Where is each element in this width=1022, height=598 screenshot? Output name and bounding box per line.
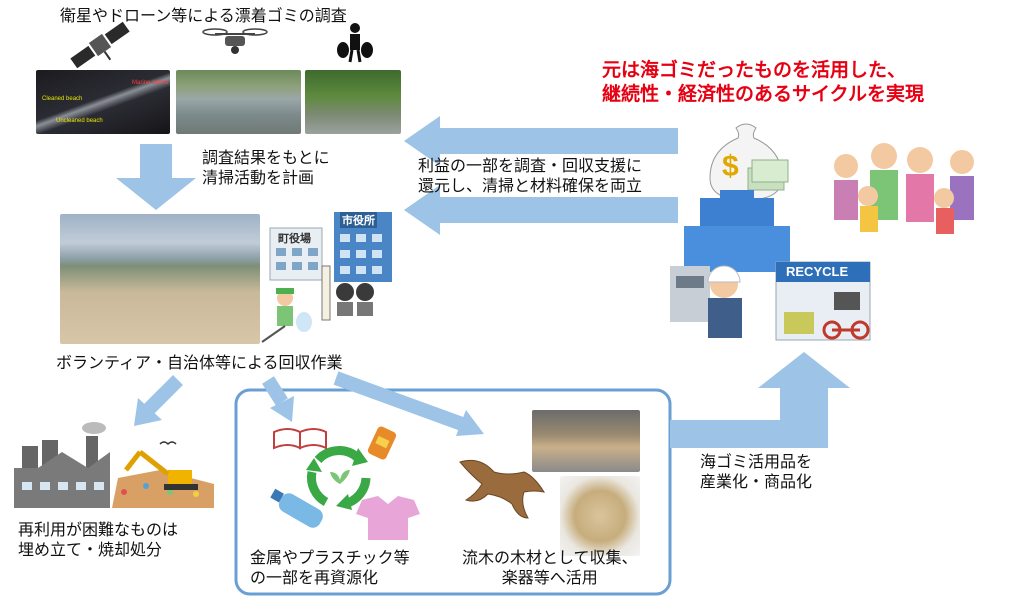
plan-text: 調査結果をもとに 清掃活動を計画 — [202, 148, 330, 188]
reuse-section-frame — [234, 388, 672, 596]
driftwood-logs-photo — [532, 410, 640, 472]
headline-line-1: 元は海ゴミだったものを活用した、 — [602, 59, 907, 81]
profit-text-line-2: 還元し、清掃と材料確保を両立 — [418, 176, 643, 195]
cleanup-worker-icon — [261, 288, 312, 343]
money-bag-icon: $ — [709, 123, 789, 201]
recycle-caption-line-2: の一部を再資源化 — [250, 568, 379, 587]
industrialize-text: 海ゴミ活用品を 産業化・商品化 — [700, 452, 812, 492]
arrow-to-recycle — [262, 376, 294, 422]
headline: 元は海ゴミだったものを活用した、 継続性・経済性のあるサイクルを実現 — [602, 58, 924, 106]
recycle-caption: 金属やプラスチック等 の一部を再資源化 — [250, 548, 410, 588]
plan-text-line-2: 清掃活動を計画 — [202, 168, 315, 187]
volunteers-with-sign-icon — [321, 265, 374, 321]
recycle-caption-line-1: 金属やプラスチック等 — [250, 548, 410, 567]
factory-worker-icon — [670, 265, 742, 338]
office-building-icon — [684, 190, 790, 272]
drone-icon — [202, 28, 268, 54]
driftwood-caption-line-2: 楽器等へ活用 — [501, 568, 598, 587]
cleanup-team-photo — [305, 70, 401, 134]
driftwood-caption: 流木の木材として収集、 楽器等へ活用 — [462, 548, 638, 588]
industrialize-text-line-1: 海ゴミ活用品を — [700, 452, 813, 471]
arrow-to-landfill — [134, 375, 183, 426]
arrow-profit-return-1 — [404, 116, 678, 166]
town-office-label: 町役場 — [278, 232, 311, 245]
can-icon — [367, 426, 397, 460]
shirt-icon — [356, 496, 420, 540]
profit-text: 利益の一部を調査・回収支援に 還元し、清掃と材料確保を両立 — [418, 156, 642, 196]
collection-caption: ボランティア・自治体等による回収作業 — [56, 353, 343, 372]
book-icon — [273, 428, 327, 450]
volunteer-silhouette-icon — [337, 23, 373, 63]
beach-debris-photo — [176, 70, 301, 134]
arrow-to-driftwood — [333, 371, 484, 436]
factory-icon — [14, 422, 110, 508]
city-office-label: 市役所 — [340, 212, 377, 228]
satellite-image-photo: Marine debris Cleaned beach Uncleaned be… — [36, 70, 170, 134]
recycle-symbol-icon — [306, 446, 371, 510]
recycle-shop-icon — [775, 261, 871, 341]
headline-line-2: 継続性・経済性のあるサイクルを実現 — [602, 83, 925, 105]
marine-debris-label: Marine debris — [132, 80, 169, 86]
driftwood-icon — [459, 459, 546, 519]
arrow-survey-to-collection — [116, 144, 196, 210]
landfill-caption: 再利用が困難なものは 埋め立て・焼却処分 — [18, 520, 178, 560]
profit-text-line-1: 利益の一部を調査・回収支援に — [418, 156, 643, 175]
uncleaned-beach-label: Uncleaned beach — [56, 118, 103, 124]
arrow-profit-return-2 — [404, 185, 678, 235]
beach-cleanup-photo — [60, 214, 260, 344]
svg-text:$: $ — [722, 150, 739, 183]
arrow-to-industry — [670, 352, 850, 448]
recycle-sign: RECYCLE — [786, 264, 849, 279]
excavator-landfill-icon — [112, 441, 214, 508]
driftwood-caption-line-1: 流木の木材として収集、 — [462, 548, 638, 567]
bottle-icon — [270, 488, 323, 528]
drum-instrument-photo — [560, 476, 640, 556]
town-office-icon — [269, 227, 323, 281]
plan-text-line-1: 調査結果をもとに — [202, 148, 330, 167]
industrialize-text-line-2: 産業化・商品化 — [700, 472, 813, 491]
cleaned-beach-label: Cleaned beach — [42, 96, 83, 102]
customers-family-icon — [834, 143, 974, 234]
landfill-caption-line-1: 再利用が困難なものは — [18, 520, 179, 539]
satellite-icon — [70, 21, 130, 69]
survey-title: 衛星やドローン等による漂着ゴミの調査 — [60, 6, 347, 25]
landfill-caption-line-2: 埋め立て・焼却処分 — [18, 540, 163, 559]
